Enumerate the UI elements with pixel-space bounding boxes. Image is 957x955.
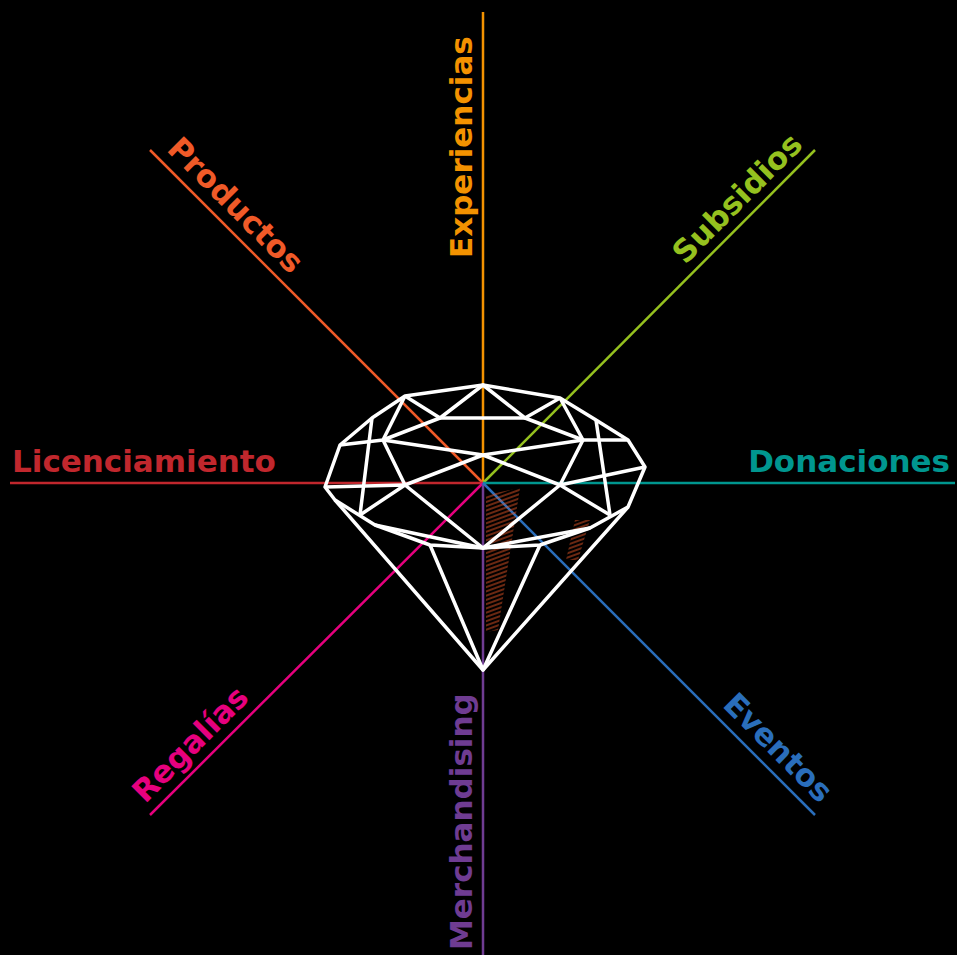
ray-label: Productos — [158, 132, 309, 283]
ray-lines — [10, 12, 955, 955]
ray-label: Donaciones — [748, 446, 950, 483]
ray-label: Eventos — [714, 688, 838, 812]
ray-label: Experiencias — [446, 36, 483, 258]
ray-line — [482, 483, 485, 955]
ray-label: Licenciamiento — [12, 446, 276, 483]
ray-label: Subsidios — [667, 128, 812, 273]
ray-line — [482, 12, 485, 483]
diamond-outline — [325, 385, 645, 670]
ray-label: Merchandising — [446, 693, 483, 950]
ray-line — [150, 483, 483, 815]
ray-label: Regalías — [127, 681, 258, 812]
